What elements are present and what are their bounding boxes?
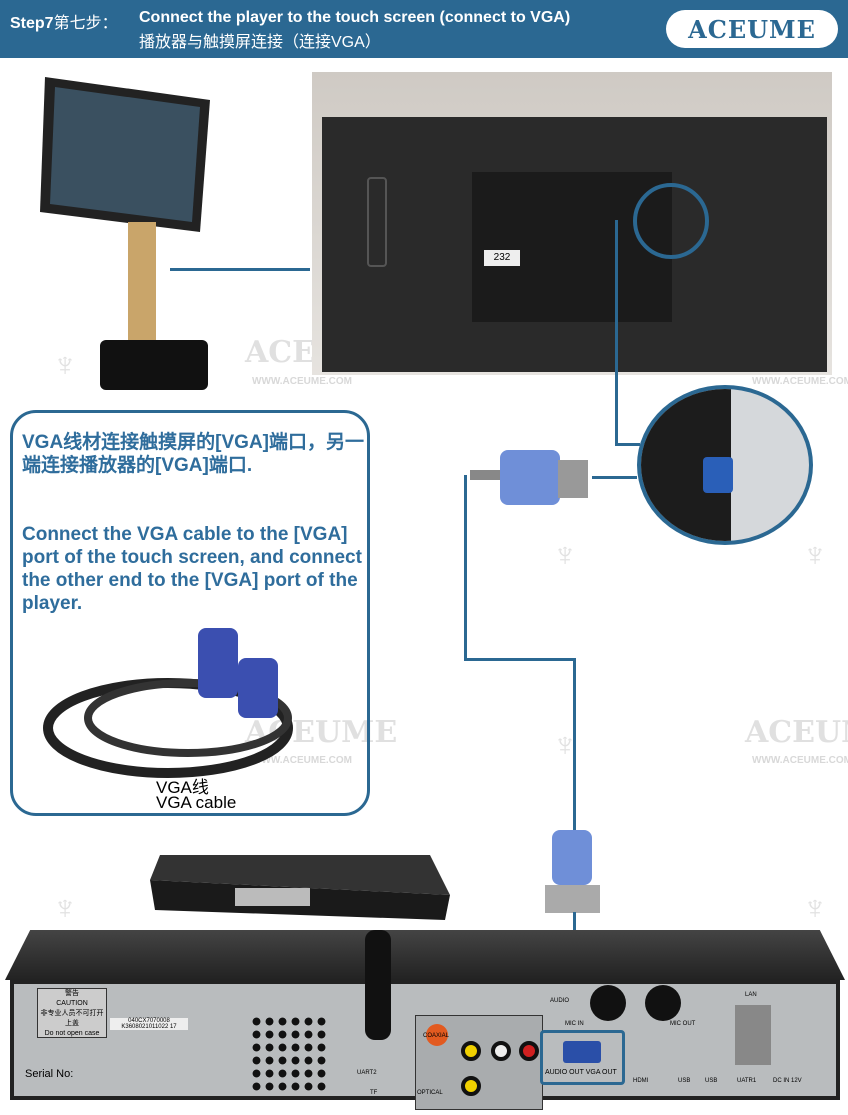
header-bar: Step7第七步： Connect the player to the touc… — [0, 0, 848, 58]
vga-port-zoom-circle — [637, 385, 813, 545]
cable-label-cn: VGA线 — [156, 778, 209, 797]
watermark: ACEUME — [245, 715, 398, 750]
lan-port — [735, 1005, 771, 1065]
button-strip — [367, 177, 387, 267]
hdmi-label: HDMI — [633, 1078, 649, 1084]
watermark-figure-icon: ♆ — [52, 889, 78, 927]
vga-out-highlight: AUDIO OUT VGA OUT — [540, 1030, 625, 1085]
connector-line — [615, 220, 618, 445]
instruction-chinese: VGA线材连接触摸屏的[VGA]端口，另一端连接播放器的[VGA]端口. — [22, 432, 365, 476]
title-chinese: 播放器与触摸屏连接（连接VGA） — [139, 34, 381, 51]
panel-recess — [472, 172, 672, 322]
vga-connector-image — [470, 450, 588, 505]
step-number-cn: 第七步： — [53, 15, 118, 32]
coaxial-label: COAXIAL — [423, 1033, 450, 1039]
vga-cable-image — [43, 628, 293, 778]
mic-in-label: MIC IN — [565, 1021, 584, 1027]
usb-label: USB — [705, 1078, 718, 1084]
port-label: 232 — [484, 250, 520, 266]
instruction-box: VGA线材连接触摸屏的[VGA]端口，另一端连接播放器的[VGA]端口. Con… — [10, 410, 370, 816]
optical-label: OPTICAL — [417, 1090, 443, 1096]
mic-out-jack — [645, 985, 681, 1021]
connector-line — [615, 443, 640, 446]
lan-label: LAN — [745, 992, 757, 998]
vga-out-port — [563, 1041, 601, 1063]
vga-connector-image — [545, 830, 600, 913]
watermark-figure-icon: ♆ — [802, 536, 828, 574]
mic-in-jack — [590, 985, 626, 1021]
cable-line — [464, 658, 576, 661]
wifi-antenna — [365, 930, 391, 1040]
player-front-image — [150, 855, 450, 920]
title-english: Connect the player to the touch screen (… — [139, 9, 571, 26]
watermark-url: WWW.ACEUME.COM — [752, 755, 848, 766]
tf-label: TF — [370, 1090, 378, 1096]
uart2-label: UART2 — [357, 1070, 377, 1076]
touch-screen-on-stand-image — [40, 77, 210, 390]
connector-line — [170, 268, 310, 271]
vga-port — [703, 457, 733, 493]
cable-line — [464, 475, 467, 660]
watermark-figure-icon: ♆ — [552, 726, 578, 764]
serial-label: Serial No: — [25, 1068, 74, 1080]
usb-label: USB — [678, 1078, 691, 1084]
step-number: Step7 — [10, 15, 54, 32]
watermark-figure-icon: ♆ — [52, 346, 78, 384]
mic-out-label: MIC OUT — [670, 1021, 696, 1027]
brand-logo: ACEUME — [666, 10, 838, 48]
watermark-figure-icon: ♆ — [802, 889, 828, 927]
watermark-url: WWW.ACEUME.COM — [752, 376, 848, 387]
touch-screen-back-photo: 232 — [312, 72, 832, 375]
port-highlight-circle — [633, 183, 709, 259]
watermark-figure-icon: ♆ — [552, 536, 578, 574]
audio-label: AUDIO — [550, 998, 570, 1004]
av-ports-block — [415, 1015, 543, 1110]
step-label: Step7第七步： — [10, 9, 118, 33]
cable-label-en: VGA cable — [156, 793, 237, 812]
watermark-url: WWW.ACEUME.COM — [252, 376, 352, 387]
instruction-english: Connect the VGA cable to the [VGA] port … — [22, 524, 362, 614]
uart-label: UATR1 — [737, 1078, 757, 1084]
vent-grille — [250, 1015, 330, 1095]
dc-label: DC IN 12V — [773, 1078, 802, 1084]
connector-line — [592, 476, 637, 479]
cable-line — [573, 658, 576, 833]
watermark-url: WWW.ACEUME.COM — [252, 755, 352, 766]
watermark: ACEUME — [745, 715, 848, 750]
port-labels: AUDIO OUT VGA OUT — [545, 1069, 617, 1076]
